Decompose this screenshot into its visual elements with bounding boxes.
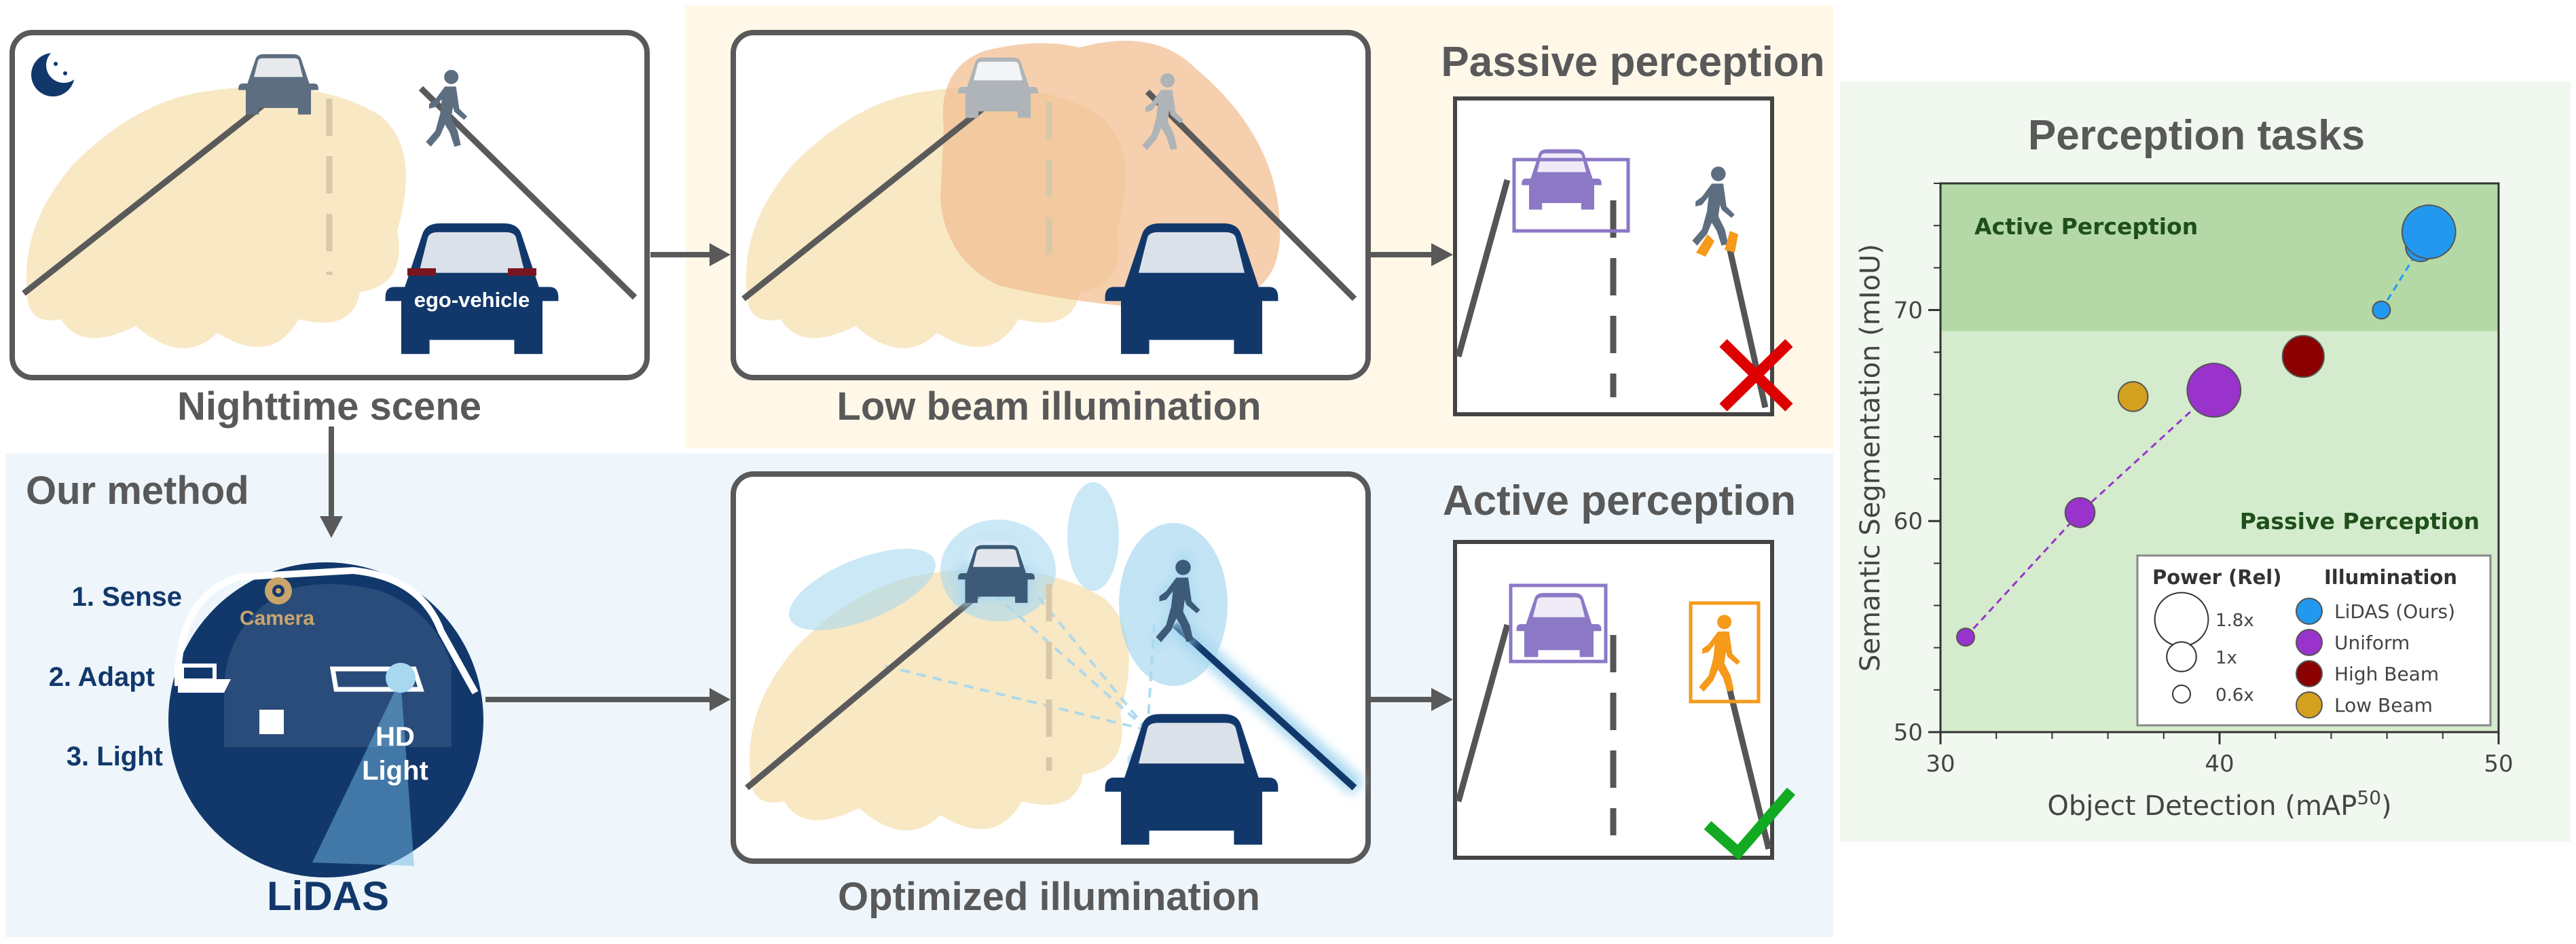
ego-vehicle-label: ego-vehicle	[414, 288, 530, 312]
active-region	[1940, 183, 2499, 331]
fail-cross-icon	[1719, 339, 1793, 412]
data-point	[2372, 300, 2391, 320]
ego-vehicle-icon	[385, 223, 559, 355]
legend-size-marker	[2154, 592, 2209, 647]
legend-series-label: High Beam	[2334, 663, 2439, 685]
car-bounding-box	[1512, 158, 1630, 233]
y-axis-label: Semantic Segmentation (mIoU)	[1855, 244, 1886, 672]
x-tick-label: 50	[2484, 750, 2513, 778]
arrow-head-icon	[1431, 243, 1453, 266]
y-tick-label: 60	[1894, 508, 1923, 535]
x-tick-label: 30	[1926, 750, 1955, 778]
legend-series-marker	[2296, 629, 2323, 656]
passive-perception-panel	[1453, 96, 1793, 416]
x-tick-label: 40	[2205, 750, 2234, 778]
data-point	[2064, 497, 2096, 528]
active-region-label: Active Perception	[1974, 213, 2198, 240]
data-point	[2117, 381, 2149, 412]
hd-light-label-line1: HD	[375, 722, 415, 752]
arrow-head-icon	[320, 516, 343, 538]
active-perception-title: Active perception	[1443, 477, 1796, 524]
arrow-head-icon	[1431, 688, 1453, 711]
passive-region-label: Passive Perception	[2240, 508, 2480, 534]
legend-power-label: 1x	[2215, 648, 2237, 668]
nighttime-caption: Nighttime scene	[177, 384, 481, 429]
legend-series-label: LiDAS (Ours)	[2334, 600, 2455, 623]
camera-label: Camera	[240, 607, 314, 630]
data-point	[1955, 628, 1975, 647]
legend-size-marker	[2166, 641, 2197, 672]
data-point	[2281, 335, 2325, 378]
legend-series-label: Uniform	[2334, 632, 2410, 654]
pedestrian-bounding-box	[1689, 601, 1761, 704]
step-adapt: 2. Adapt	[49, 662, 155, 692]
series-line-1	[1964, 389, 2215, 638]
x-axis-label: Object Detection (mAP50)	[2047, 786, 2391, 822]
lowbeam-caption: Low beam illumination	[836, 384, 1261, 429]
step-sense: 1. Sense	[72, 582, 182, 612]
active-perception-panel	[1453, 540, 1796, 860]
legend-series-marker	[2296, 691, 2323, 719]
passive-perception-title: Passive perception	[1441, 39, 1824, 86]
method-title: Our method	[26, 469, 249, 513]
nighttime-scene-panel: ego-vehicle	[10, 30, 650, 380]
y-tick-label: 50	[1894, 719, 1923, 746]
legend-series-label: Low Beam	[2334, 694, 2433, 716]
optimized-caption: Optimized illumination	[838, 875, 1260, 919]
legend-series-marker	[2296, 660, 2323, 687]
arrow-head-icon	[710, 243, 731, 266]
legend-power-label: 0.6x	[2215, 685, 2254, 706]
moon-icon	[31, 48, 81, 96]
arrow-head-icon	[710, 688, 731, 711]
hd-light-label-line2: Light	[362, 756, 428, 786]
legend-power-label: 1.8x	[2215, 611, 2254, 631]
chart-title: Perception tasks	[2028, 112, 2365, 159]
step-light: 3. Light	[67, 742, 163, 771]
lowbeam-panel	[731, 30, 1371, 380]
legend-series-marker	[2296, 598, 2323, 625]
legend-power-title: Power (Rel)	[2152, 566, 2281, 589]
legend-illumination-title: Illumination	[2324, 566, 2457, 589]
optimized-illumination-panel	[731, 471, 1371, 864]
lidas-system-circle	[168, 562, 483, 877]
success-check-icon	[1704, 787, 1796, 860]
undetected-pedestrian-icon	[1692, 166, 1738, 257]
lidas-caption: LiDAS	[267, 873, 389, 919]
car-bounding-box	[1509, 583, 1608, 664]
data-point	[2401, 204, 2457, 259]
y-tick-label: 70	[1894, 297, 1923, 324]
legend-size-marker	[2172, 685, 2191, 704]
data-point	[2186, 363, 2242, 418]
